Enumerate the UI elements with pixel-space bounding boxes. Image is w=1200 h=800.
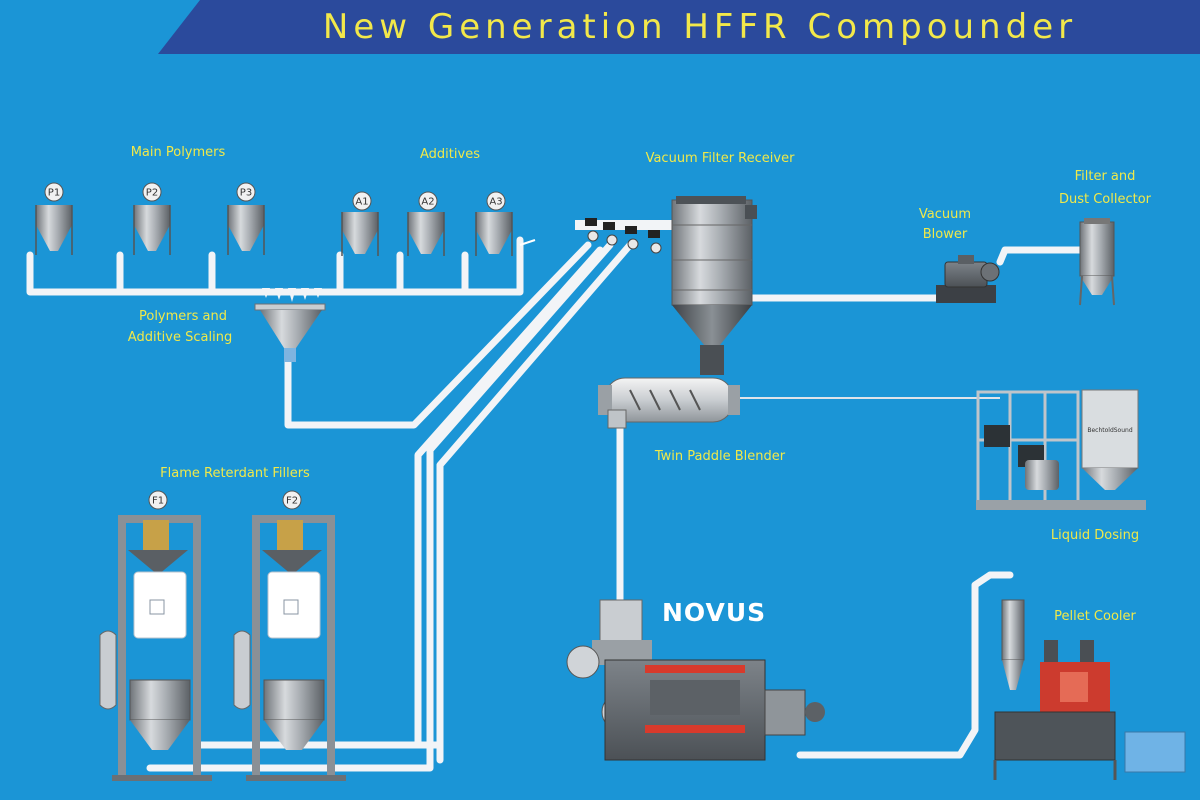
page-title: New Generation HFFR Compounder [322, 7, 1078, 47]
polymer-hoppers: P1 P2 P3 [35, 182, 265, 255]
additive-hoppers: A1 A2 A3 [341, 191, 536, 256]
label-vacuum-filter-receiver: Vacuum Filter Receiver [645, 151, 795, 166]
label-flame-retardant-fillers: Flame Reterdant Fillers [160, 466, 310, 481]
label-scaling-line1: Polymers and [138, 309, 227, 324]
vacuum-blower [936, 255, 1000, 303]
hopper-tag-p1: P1 [48, 188, 60, 199]
label-pellet-cooler: Pellet Cooler [1054, 609, 1136, 624]
hopper-tag-f1: F1 [152, 496, 164, 507]
brand-logo: NOVUS [662, 598, 767, 627]
scaling-feed-arrows [262, 288, 322, 302]
hopper-tag-a3: A3 [489, 197, 502, 208]
pipe-polymer-header [26, 236, 524, 296]
filler-stations: F1 F2 [99, 490, 346, 781]
tank-nameplate: BechtoldSound [1087, 427, 1132, 434]
label-main-polymers: Main Polymers [130, 145, 226, 160]
twin-screw-extruder [566, 599, 825, 761]
hopper-tag-p2: P2 [146, 188, 158, 199]
hopper-tag-p3: P3 [240, 188, 252, 199]
additive-scaling-hopper [254, 303, 326, 362]
pipe-scaling-to-receiver [284, 241, 592, 429]
hopper-tag-a2: A2 [421, 197, 434, 208]
vacuum-filter-receiver [585, 196, 757, 375]
pipe-extruder-to-cooler [796, 571, 1014, 759]
label-twin-paddle-blender: Twin Paddle Blender [654, 449, 786, 464]
liquid-dosing-skid: BechtoldSound [976, 389, 1146, 510]
twin-paddle-blender [598, 377, 740, 429]
hopper-tag-f2: F2 [286, 496, 298, 507]
label-additives: Additives [420, 147, 480, 162]
label-liquid-dosing: Liquid Dosing [1050, 528, 1140, 543]
pipe-filler-1 [146, 241, 614, 772]
hopper-tag-a1: A1 [355, 197, 368, 208]
label-scaling-line2: Additive Scaling [127, 330, 233, 345]
pipe-blower-to-filter [996, 241, 1094, 266]
filter-dust-collector [1079, 218, 1115, 306]
label-vacuum-blower-line2: Blower [922, 227, 968, 242]
label-filter-dust-line2: Dust Collector [1058, 192, 1152, 207]
label-vacuum-blower-line1: Vacuum [918, 207, 972, 222]
pellet-cooler [993, 599, 1186, 780]
title-banner [158, 0, 1200, 54]
label-filter-dust-line1: Filter and [1074, 169, 1136, 184]
